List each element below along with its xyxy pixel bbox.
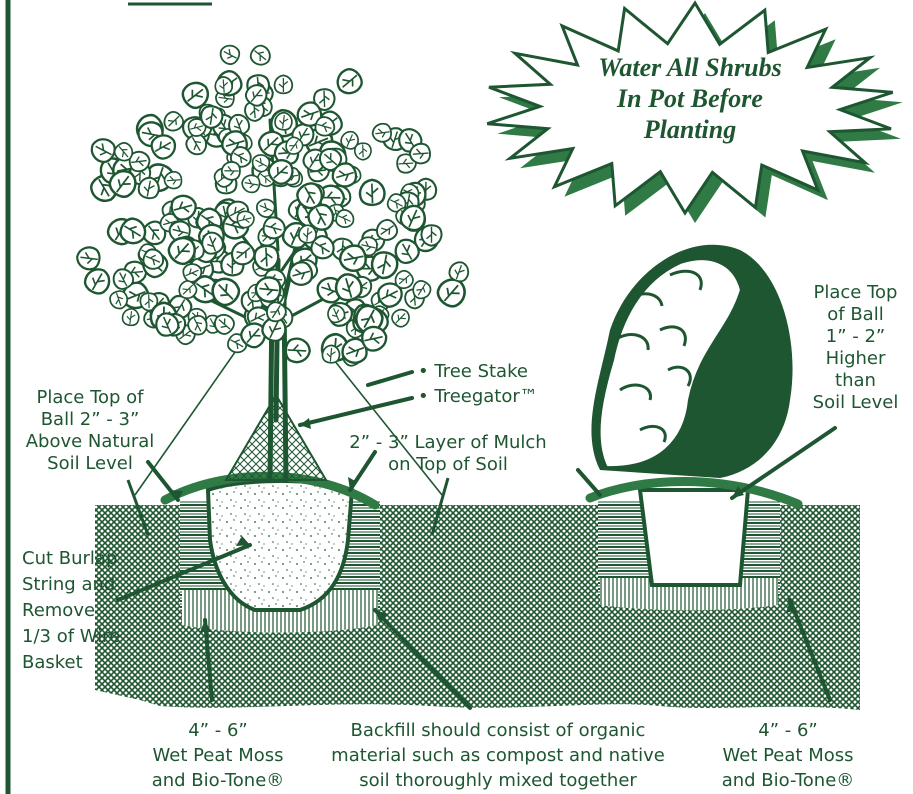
tree-leaf: [275, 75, 293, 93]
tree-leaf: [164, 171, 182, 189]
starburst-line-1: Water All Shrubs: [560, 52, 820, 83]
tree-leaf: [389, 306, 413, 330]
label-burlap-line-4: 1/3 of Wire: [22, 624, 120, 650]
tree-leaf: [122, 308, 140, 327]
label-burlap-line-1: Cut Burlap: [22, 546, 120, 572]
label-peat-right-line-1: 4” - 6”: [688, 718, 888, 743]
tree-leaf: [247, 42, 274, 68]
label-peat-right-line-3: and Bio-Tone®: [688, 768, 888, 793]
label-mulch: 2” - 3” Layer of Mulch on Top of Soil: [318, 432, 578, 476]
label-ball-shrub-line-6: Soil Level: [798, 392, 913, 414]
label-backfill-line-2: material such as compost and native: [308, 743, 688, 768]
tree-leaf: [217, 42, 242, 67]
tree-leaf: [222, 162, 241, 180]
label-peat-right-line-2: Wet Peat Moss: [688, 743, 888, 768]
label-burlap-line-5: Basket: [22, 650, 120, 676]
label-mulch-line-1: 2” - 3” Layer of Mulch: [318, 432, 578, 454]
label-tree-stake: • Tree Stake: [418, 361, 528, 383]
label-ball-tree-line-2: Ball 2” - 3”: [10, 409, 170, 431]
label-ball-tree-line-1: Place Top of: [10, 387, 170, 409]
tree-leaf: [360, 179, 385, 205]
label-mulch-line-2: on Top of Soil: [318, 454, 578, 476]
starburst-line-2: In Pot Before: [560, 83, 820, 114]
tree-leaf: [160, 109, 186, 135]
label-backfill-line-3: soil thoroughly mixed together: [308, 768, 688, 793]
label-peat-left-line-3: and Bio-Tone®: [118, 768, 318, 793]
tree-leaf: [76, 246, 101, 270]
label-ball-shrub-line-4: Higher: [798, 348, 913, 370]
tree-leaf: [254, 245, 279, 270]
label-ball-shrub-line-5: than: [798, 370, 913, 392]
label-burlap: Cut Burlap String and Remove 1/3 of Wire…: [22, 546, 120, 676]
tree-leaf: [355, 143, 372, 160]
tree-leaf: [409, 143, 430, 164]
label-ball-shrub-line-3: 1” - 2”: [798, 326, 913, 348]
label-ball-shrub-line-1: Place Top: [798, 282, 913, 304]
label-peat-left: 4” - 6” Wet Peat Moss and Bio-Tone®: [118, 718, 318, 793]
shrub-root-ball: [640, 490, 748, 585]
label-ball-tree-line-4: Soil Level: [10, 453, 170, 475]
tree-leaf: [332, 65, 365, 98]
label-treegator: • Treegator™: [418, 386, 538, 408]
shrub-body: [591, 245, 792, 478]
label-peat-right: 4” - 6” Wet Peat Moss and Bio-Tone®: [688, 718, 888, 793]
label-ball-height-shrub: Place Top of Ball 1” - 2” Higher than So…: [798, 282, 913, 414]
label-ball-height-tree: Place Top of Ball 2” - 3” Above Natural …: [10, 387, 170, 475]
label-backfill: Backfill should consist of organic mater…: [308, 718, 688, 793]
tree-leaf: [241, 174, 261, 194]
tree-leaf: [422, 225, 442, 246]
starburst-line-3: Planting: [560, 114, 820, 145]
tree-leaf: [215, 76, 233, 94]
label-ball-tree-line-3: Above Natural: [10, 431, 170, 453]
label-backfill-line-1: Backfill should consist of organic: [308, 718, 688, 743]
label-ball-shrub-line-2: of Ball: [798, 304, 913, 326]
label-burlap-line-2: String and: [22, 572, 120, 598]
starburst-message: Water All Shrubs In Pot Before Planting: [560, 52, 820, 145]
tree-leaf: [285, 338, 310, 363]
tree-leaf: [371, 123, 392, 143]
tree-canopy: [76, 42, 471, 369]
label-peat-left-line-1: 4” - 6”: [118, 718, 318, 743]
label-burlap-line-3: Remove: [22, 598, 120, 624]
label-peat-left-line-2: Wet Peat Moss: [118, 743, 318, 768]
tree-root-ball: [208, 481, 352, 610]
